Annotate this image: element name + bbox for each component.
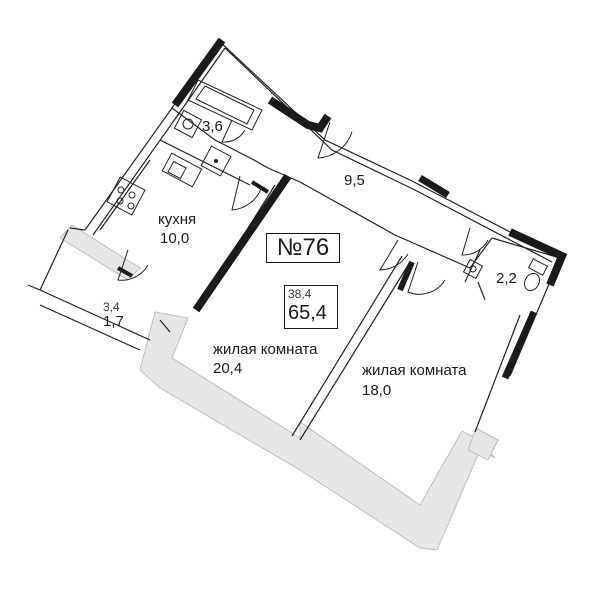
- balcony-area-full-label: 3,4: [103, 300, 120, 314]
- balcony-step: [59, 224, 141, 281]
- terrace-side: [467, 427, 499, 461]
- hall-area-label: 9,5: [344, 172, 365, 189]
- apartment-number: №76: [266, 233, 340, 263]
- bathroom-area-label: 3,6: [202, 118, 223, 135]
- balcony-area-reduced-label: 1,7: [103, 313, 124, 330]
- living-room-2-area-label: 18,0: [362, 382, 392, 399]
- kitchen-stove: [106, 176, 146, 216]
- total-area-value: 65,4: [288, 302, 327, 324]
- area-summary: 38,4 65,4: [284, 285, 338, 329]
- washer: [200, 145, 232, 177]
- living-room-1-name-label: жилая комната: [213, 341, 318, 358]
- living-area-value: 38,4: [288, 287, 312, 301]
- living-room-2-name-label: жилая комната: [362, 362, 467, 379]
- bathtub: [187, 79, 263, 131]
- living-room-1-area-label: 20,4: [213, 360, 243, 377]
- sink-bathroom: [173, 109, 203, 139]
- apartment-outline: [27, 39, 561, 441]
- terrace-band: [139, 311, 496, 551]
- kitchen-area-label: 10,0: [160, 230, 190, 247]
- walls: [117, 37, 568, 380]
- wc-area-label: 2,2: [496, 270, 517, 287]
- door-swings: [117, 119, 489, 295]
- kitchen-sink: [161, 152, 203, 188]
- wc-sink: [462, 258, 484, 280]
- wc-toilet: [524, 258, 549, 292]
- kitchen-name-label: кухня: [158, 211, 197, 228]
